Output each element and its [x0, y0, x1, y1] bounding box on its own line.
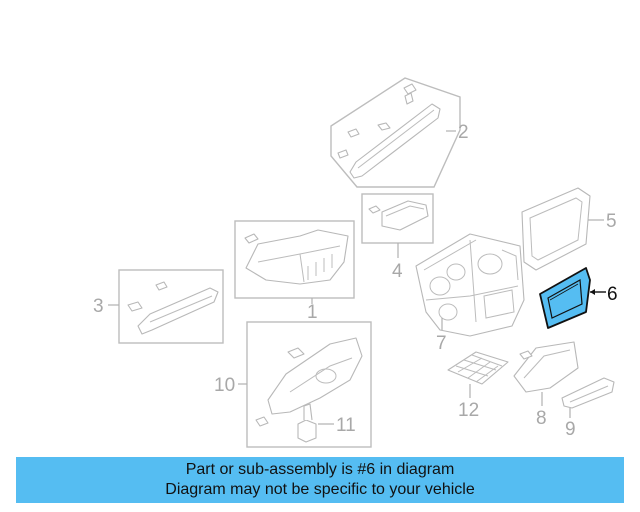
- part-1-group[interactable]: [234, 220, 355, 304]
- callout-2[interactable]: 2: [458, 122, 469, 143]
- callout-4[interactable]: 4: [392, 261, 403, 282]
- part-3-group[interactable]: [108, 269, 224, 344]
- callout-11[interactable]: 11: [336, 415, 356, 436]
- part-2-group[interactable]: [330, 77, 461, 188]
- callout-10[interactable]: 10: [214, 375, 235, 396]
- callout-8[interactable]: 8: [536, 408, 547, 429]
- callout-6[interactable]: 6: [607, 284, 618, 305]
- part-10-group[interactable]: [238, 321, 372, 448]
- part-4-group[interactable]: [361, 193, 434, 258]
- parts-diagram: 2 4 1 3 10: [93, 77, 618, 448]
- callout-12[interactable]: 12: [458, 400, 479, 421]
- part-6-highlighted[interactable]: [539, 267, 606, 329]
- part-9-group[interactable]: [561, 377, 615, 418]
- callout-5[interactable]: 5: [606, 211, 617, 232]
- part-12-group[interactable]: [447, 351, 509, 398]
- callout-1[interactable]: 1: [307, 302, 318, 323]
- banner-line-2: Diagram may not be specific to your vehi…: [165, 481, 475, 498]
- part-5-group[interactable]: [521, 187, 604, 271]
- callout-3[interactable]: 3: [93, 296, 104, 317]
- banner-line-1: Part or sub-assembly is #6 in diagram: [185, 461, 455, 478]
- info-banner: Part or sub-assembly is #6 in diagram Di…: [16, 457, 624, 503]
- part-11-group[interactable]: [297, 403, 334, 443]
- callout-7[interactable]: 7: [436, 333, 447, 354]
- part-8-group[interactable]: [513, 341, 579, 406]
- callout-9[interactable]: 9: [565, 419, 576, 440]
- part-7-group[interactable]: [415, 233, 525, 337]
